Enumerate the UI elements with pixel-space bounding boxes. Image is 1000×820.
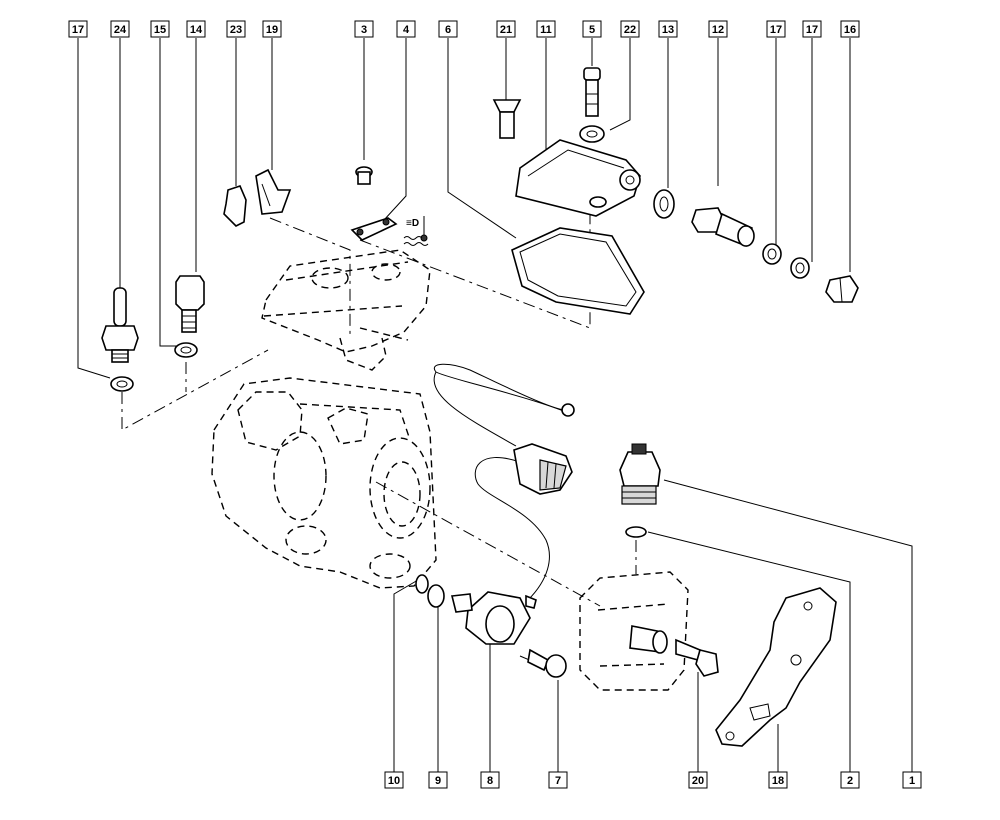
actuator-shaft <box>629 625 668 654</box>
svg-text:20: 20 <box>692 775 704 787</box>
part-2-o-ring <box>625 526 647 538</box>
callout-8: 8 <box>480 771 500 789</box>
svg-text:8: 8 <box>487 775 493 787</box>
svg-text:17: 17 <box>770 24 782 36</box>
svg-text:15: 15 <box>154 24 166 36</box>
svg-text:22: 22 <box>624 24 636 36</box>
svg-text:13: 13 <box>662 24 674 36</box>
callout-19: 19 <box>262 20 282 38</box>
svg-text:2: 2 <box>847 775 853 787</box>
cable-connector <box>513 443 573 495</box>
part-9-o-ring <box>427 584 445 608</box>
callout-21: 21 <box>496 20 516 38</box>
part-4-plate <box>350 217 398 241</box>
part-6-gasket <box>511 227 645 315</box>
callout-11: 11 <box>536 20 556 38</box>
part-21-bolt <box>492 99 522 139</box>
part-22-washer <box>579 125 605 143</box>
svg-text:1: 1 <box>909 775 915 787</box>
part-17-washer-right-b <box>790 257 810 279</box>
callout-24: 24 <box>110 20 130 38</box>
svg-text:9: 9 <box>435 775 441 787</box>
part-8-position-sensor <box>451 591 537 645</box>
callout-16: 16 <box>840 20 860 38</box>
callout-3: 3 <box>354 20 374 38</box>
actuator-housing-dashed <box>579 571 689 691</box>
callout-17-top-right-b: 17 <box>802 20 822 38</box>
throttle-body-lower-dashed <box>211 377 437 589</box>
svg-text:16: 16 <box>844 24 856 36</box>
callout-20: 20 <box>688 771 708 789</box>
part-15-washer <box>174 342 198 358</box>
leader-lines <box>77 38 913 772</box>
coolant-temperature-icon: ≡D <box>402 214 432 246</box>
svg-text:10: 10 <box>388 775 400 787</box>
part-18-mounting-bracket <box>715 587 837 747</box>
svg-text:5: 5 <box>589 24 595 36</box>
svg-text:3: 3 <box>361 24 367 36</box>
svg-text:19: 19 <box>266 24 278 36</box>
callout-10: 10 <box>384 771 404 789</box>
sensor-cable <box>433 363 575 601</box>
callout-2: 2 <box>840 771 860 789</box>
part-12-sensor <box>691 207 755 248</box>
part-3-screw <box>355 166 373 185</box>
part-11-cover-housing <box>515 139 641 217</box>
callout-12: 12 <box>708 20 728 38</box>
svg-text:11: 11 <box>540 24 552 36</box>
svg-text:23: 23 <box>230 24 242 36</box>
callout-18: 18 <box>768 771 788 789</box>
callout-17-top-right-a: 17 <box>766 20 786 38</box>
svg-text:14: 14 <box>190 24 203 36</box>
throttle-body-upper-dashed <box>261 249 431 371</box>
svg-text:17: 17 <box>806 24 818 36</box>
svg-text:24: 24 <box>114 24 127 36</box>
part-13-seal-ring <box>653 189 675 219</box>
svg-text:6: 6 <box>445 24 451 36</box>
callout-15: 15 <box>150 20 170 38</box>
part-16-plug <box>825 275 859 303</box>
part-1-idle-switch <box>619 443 661 505</box>
part-5-screw <box>583 67 601 117</box>
svg-text:17: 17 <box>72 24 84 36</box>
part-14-threaded-spacer <box>175 275 205 333</box>
svg-text:21: 21 <box>500 24 512 36</box>
part-19-bracket <box>255 168 292 215</box>
callout-14: 14 <box>186 20 206 38</box>
part-23-clip <box>223 185 247 227</box>
callout-4: 4 <box>396 20 416 38</box>
part-17-washer-right-a <box>762 243 782 265</box>
part-10-o-ring <box>415 574 429 594</box>
part-7-screw <box>527 648 567 678</box>
callout-13: 13 <box>658 20 678 38</box>
svg-text:≡D: ≡D <box>406 218 419 229</box>
callout-9: 9 <box>428 771 448 789</box>
callout-6: 6 <box>438 20 458 38</box>
callout-17-top-left: 17 <box>68 20 88 38</box>
svg-text:12: 12 <box>712 24 724 36</box>
svg-text:18: 18 <box>772 775 784 787</box>
svg-text:4: 4 <box>403 24 410 36</box>
part-24-temperature-sensor <box>101 287 139 363</box>
part-20-screw <box>675 638 719 677</box>
callout-23: 23 <box>226 20 246 38</box>
callout-7: 7 <box>548 771 568 789</box>
callout-1: 1 <box>902 771 922 789</box>
callout-22: 22 <box>620 20 640 38</box>
svg-text:7: 7 <box>555 775 561 787</box>
part-17-washer <box>110 376 134 392</box>
callout-5: 5 <box>582 20 602 38</box>
